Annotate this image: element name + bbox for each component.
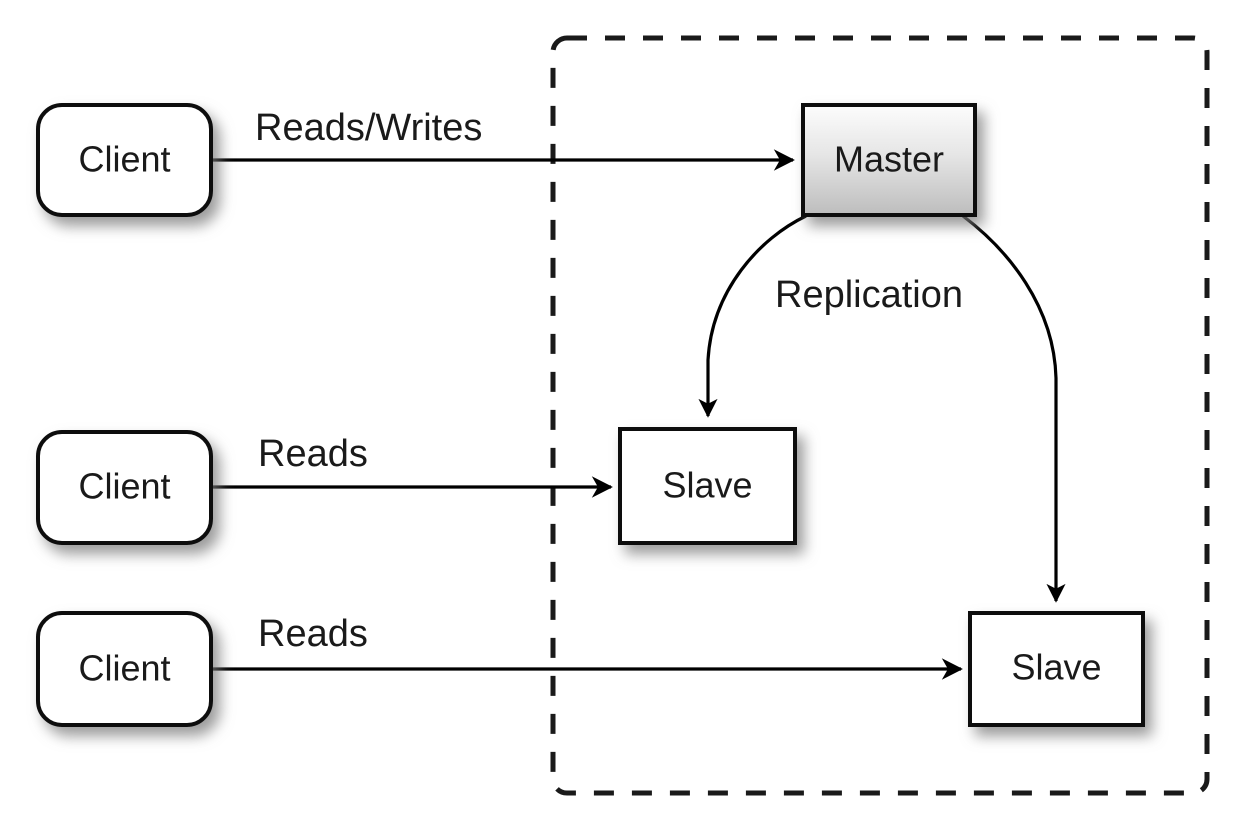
node-master[interactable]: Master <box>801 103 977 217</box>
node-client-top[interactable]: Client <box>36 103 213 217</box>
edge-label-reads-middle: Reads <box>258 433 368 475</box>
edge-master-to-slave-bottom <box>962 214 1066 603</box>
client-bottom-shape[interactable] <box>36 611 213 727</box>
client-top-label: Client <box>78 139 170 180</box>
slave-middle-label: Slave <box>662 465 752 506</box>
slave-bottom-shape[interactable] <box>968 611 1145 727</box>
edge-master-to-slave-middle <box>698 214 807 418</box>
node-slave-bottom[interactable]: Slave <box>968 611 1145 727</box>
client-top-shape[interactable] <box>36 103 213 217</box>
edge-label-reads-writes: Reads/Writes <box>255 107 482 149</box>
slave-bottom-label: Slave <box>1011 647 1101 688</box>
master-shape[interactable] <box>801 103 977 217</box>
client-middle-shape[interactable] <box>36 430 213 545</box>
cluster-boundary <box>550 35 1210 796</box>
node-slave-middle[interactable]: Slave <box>618 427 797 545</box>
edge-label-replication: Replication <box>775 274 963 316</box>
client-bottom-label: Client <box>78 648 170 689</box>
node-client-middle[interactable]: Client <box>36 430 213 545</box>
client-middle-label: Client <box>78 466 170 507</box>
slave-middle-shape[interactable] <box>618 427 797 545</box>
master-label: Master <box>834 139 944 180</box>
edge-curve-replication-left <box>698 214 807 418</box>
node-client-bottom[interactable]: Client <box>36 611 213 727</box>
edge-curve-replication-right <box>962 214 1066 603</box>
edge-label-reads-bottom: Reads <box>258 613 368 655</box>
